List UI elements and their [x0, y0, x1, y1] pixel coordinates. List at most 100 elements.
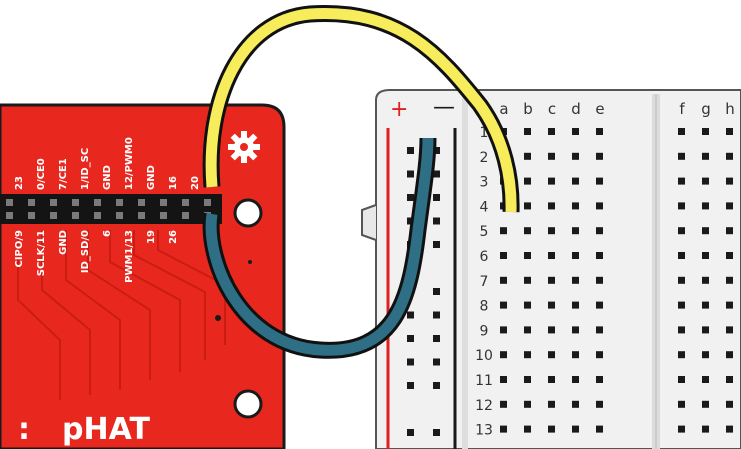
- terminal-hole[interactable]: [726, 152, 733, 160]
- terminal-hole[interactable]: [596, 276, 603, 284]
- terminal-hole[interactable]: [596, 128, 603, 135]
- terminal-hole[interactable]: [702, 128, 709, 135]
- rail-hole[interactable]: [407, 217, 414, 225]
- terminal-hole[interactable]: [596, 202, 603, 210]
- terminal-hole[interactable]: [596, 252, 603, 259]
- terminal-hole[interactable]: [524, 376, 531, 383]
- terminal-hole[interactable]: [678, 425, 685, 433]
- terminal-hole[interactable]: [726, 202, 733, 210]
- terminal-hole[interactable]: [726, 227, 733, 235]
- terminal-hole[interactable]: [524, 252, 531, 259]
- terminal-hole[interactable]: [572, 425, 579, 433]
- terminal-hole[interactable]: [572, 152, 579, 160]
- terminal-hole[interactable]: [702, 400, 709, 408]
- rail-hole[interactable]: [407, 311, 414, 319]
- terminal-hole[interactable]: [524, 400, 531, 408]
- terminal-hole[interactable]: [678, 400, 685, 408]
- terminal-hole[interactable]: [524, 152, 531, 160]
- terminal-hole[interactable]: [572, 276, 579, 284]
- terminal-hole[interactable]: [548, 276, 555, 284]
- terminal-hole[interactable]: [678, 351, 685, 359]
- terminal-hole[interactable]: [596, 400, 603, 408]
- terminal-hole[interactable]: [500, 301, 507, 309]
- terminal-hole[interactable]: [524, 351, 531, 359]
- terminal-hole[interactable]: [596, 326, 603, 334]
- terminal-hole[interactable]: [548, 425, 555, 433]
- terminal-hole[interactable]: [678, 227, 685, 235]
- terminal-hole[interactable]: [596, 425, 603, 433]
- terminal-hole[interactable]: [500, 252, 507, 259]
- terminal-hole[interactable]: [548, 400, 555, 408]
- terminal-hole[interactable]: [572, 376, 579, 383]
- terminal-hole[interactable]: [548, 301, 555, 309]
- terminal-hole[interactable]: [702, 276, 709, 284]
- rail-hole[interactable]: [433, 382, 440, 389]
- terminal-hole[interactable]: [524, 326, 531, 334]
- terminal-hole[interactable]: [726, 425, 733, 433]
- rail-hole[interactable]: [433, 170, 440, 178]
- rail-hole[interactable]: [433, 241, 440, 248]
- rail-hole[interactable]: [433, 194, 440, 201]
- terminal-hole[interactable]: [548, 351, 555, 359]
- terminal-hole[interactable]: [572, 128, 579, 135]
- terminal-hole[interactable]: [572, 252, 579, 259]
- terminal-hole[interactable]: [702, 425, 709, 433]
- rail-hole[interactable]: [407, 194, 414, 201]
- terminal-hole[interactable]: [702, 252, 709, 259]
- terminal-hole[interactable]: [726, 301, 733, 309]
- terminal-hole[interactable]: [572, 400, 579, 408]
- terminal-hole[interactable]: [596, 152, 603, 160]
- terminal-hole[interactable]: [548, 326, 555, 334]
- terminal-hole[interactable]: [500, 425, 507, 433]
- terminal-hole[interactable]: [702, 326, 709, 334]
- rail-hole[interactable]: [433, 335, 440, 342]
- terminal-hole[interactable]: [678, 376, 685, 383]
- terminal-hole[interactable]: [726, 128, 733, 135]
- terminal-hole[interactable]: [548, 252, 555, 259]
- terminal-hole[interactable]: [500, 400, 507, 408]
- terminal-hole[interactable]: [678, 252, 685, 259]
- terminal-hole[interactable]: [572, 301, 579, 309]
- rail-hole[interactable]: [407, 429, 414, 436]
- terminal-hole[interactable]: [524, 301, 531, 309]
- terminal-hole[interactable]: [596, 376, 603, 383]
- terminal-hole[interactable]: [726, 326, 733, 334]
- terminal-hole[interactable]: [572, 351, 579, 359]
- terminal-hole[interactable]: [726, 400, 733, 408]
- terminal-hole[interactable]: [500, 376, 507, 383]
- terminal-hole[interactable]: [524, 276, 531, 284]
- terminal-hole[interactable]: [524, 128, 531, 135]
- terminal-hole[interactable]: [678, 326, 685, 334]
- terminal-hole[interactable]: [678, 276, 685, 284]
- terminal-hole[interactable]: [572, 177, 579, 185]
- terminal-hole[interactable]: [678, 202, 685, 210]
- terminal-hole[interactable]: [726, 276, 733, 284]
- terminal-hole[interactable]: [702, 177, 709, 185]
- terminal-hole[interactable]: [500, 326, 507, 334]
- terminal-hole[interactable]: [548, 227, 555, 235]
- terminal-hole[interactable]: [702, 202, 709, 210]
- terminal-hole[interactable]: [678, 128, 685, 135]
- terminal-hole[interactable]: [500, 276, 507, 284]
- terminal-hole[interactable]: [678, 152, 685, 160]
- terminal-hole[interactable]: [702, 376, 709, 383]
- terminal-hole[interactable]: [572, 326, 579, 334]
- terminal-hole[interactable]: [548, 202, 555, 210]
- rail-hole[interactable]: [407, 358, 414, 366]
- terminal-hole[interactable]: [596, 301, 603, 309]
- rail-hole[interactable]: [407, 335, 414, 342]
- terminal-hole[interactable]: [596, 177, 603, 185]
- terminal-hole[interactable]: [548, 376, 555, 383]
- terminal-hole[interactable]: [726, 376, 733, 383]
- terminal-hole[interactable]: [702, 152, 709, 160]
- terminal-hole[interactable]: [702, 301, 709, 309]
- terminal-hole[interactable]: [596, 227, 603, 235]
- terminal-hole[interactable]: [548, 177, 555, 185]
- rail-hole[interactable]: [407, 382, 414, 389]
- terminal-hole[interactable]: [726, 177, 733, 185]
- terminal-hole[interactable]: [500, 351, 507, 359]
- rail-hole[interactable]: [407, 147, 414, 154]
- terminal-hole[interactable]: [702, 227, 709, 235]
- rail-hole[interactable]: [407, 170, 414, 178]
- rail-hole[interactable]: [433, 147, 440, 154]
